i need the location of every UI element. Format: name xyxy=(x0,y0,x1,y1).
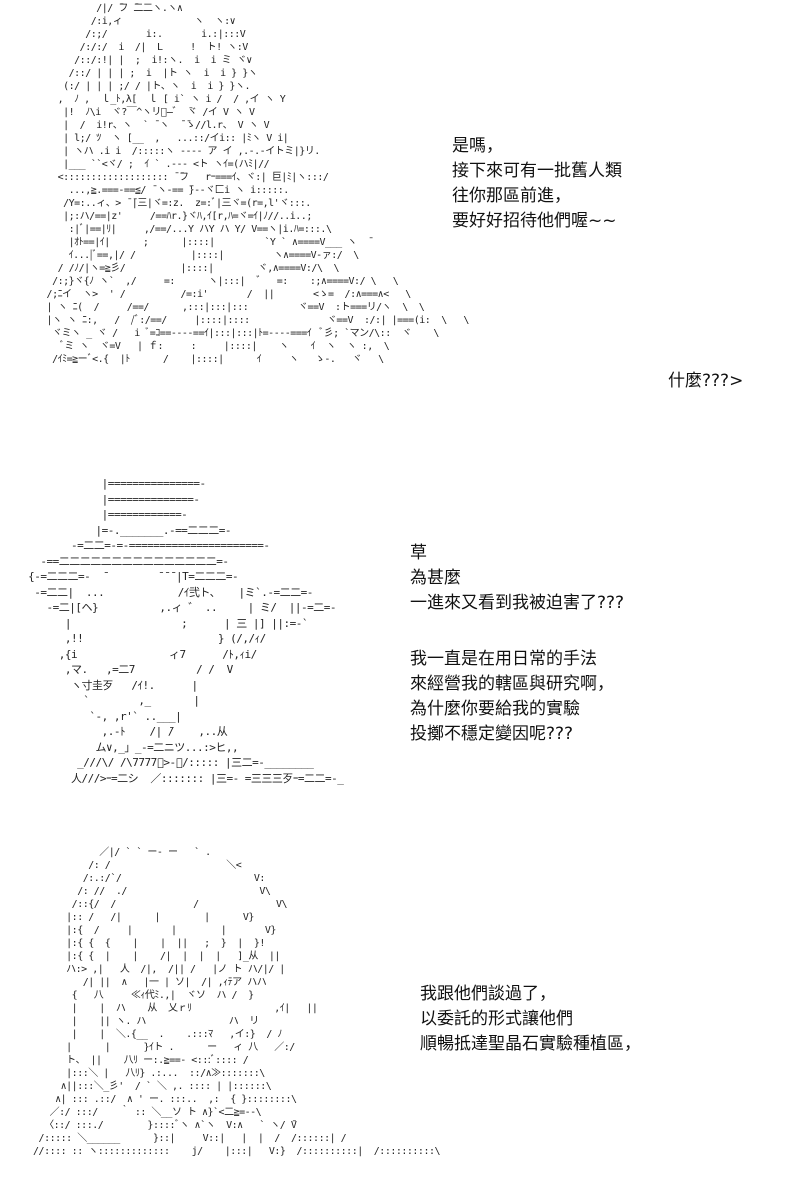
ascii-art-character-2: |===============- |==============- |====… xyxy=(28,477,344,785)
reply-text-1: 什麼???> xyxy=(668,371,744,391)
dialogue-text-1: 是嗎， 接下來可有一批舊人類 往你那區前進， 要好好招待他們喔~~ xyxy=(452,136,622,231)
ascii-art-character-3: ／|/ ` ` ー- ー ` . /: / ＼< /:.:/`/ V: /: /… xyxy=(33,847,441,1157)
panel-1: /|/ ̄フ ̄二二ヽ.ヽ∧ /:i,ィ ヽ ヽ:∨ /:;/ i:. i.:|… xyxy=(0,0,800,430)
ascii-art-character-1: /|/ ̄フ ̄二二ヽ.ヽ∧ /:i,ィ ヽ ヽ:∨ /:;/ i:. i.:|… xyxy=(46,3,470,365)
panel-3: ／|/ ` ` ー- ー ` . /: / ＼< /:.:/`/ V: /: /… xyxy=(0,840,800,1200)
dialogue-text-2b: 我一直是在用日常的手法 來經營我的轄區與研究啊， 為什麼你要給我的實驗 投擲不穩… xyxy=(410,649,614,744)
dialogue-text-2a: 草 為甚麼 一進來又看到我被迫害了??? xyxy=(410,543,625,613)
dialogue-text-3: 我跟他們談過了， 以委託的形式讓他們 順暢抵達聖晶石實驗種植區， xyxy=(420,984,641,1054)
panel-2: |===============- |==============- |====… xyxy=(0,470,800,830)
